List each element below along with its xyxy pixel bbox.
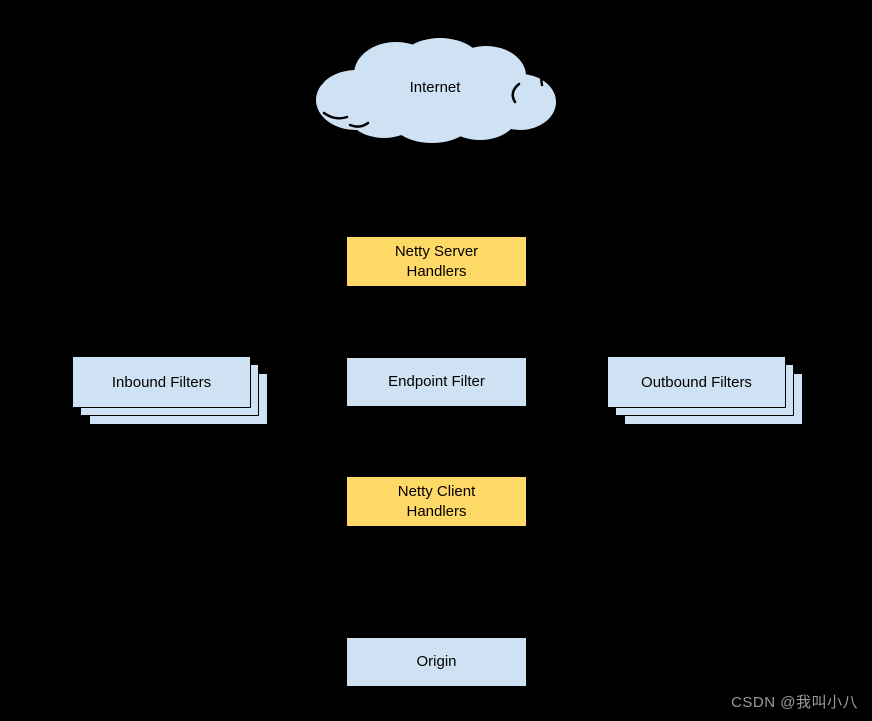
internet-node: Internet bbox=[308, 28, 562, 146]
inbound-filters-node: Inbound Filters bbox=[72, 356, 251, 408]
netty-server-handlers-label-line1: Netty Server bbox=[394, 242, 479, 260]
netty-client-handlers-label-line1: Netty Client bbox=[397, 482, 476, 500]
cloud-icon bbox=[313, 38, 556, 143]
netty-client-handlers-node: Netty Client Handlers bbox=[346, 476, 527, 527]
outbound-filters-label: Outbound Filters bbox=[641, 373, 752, 391]
origin-node: Origin bbox=[346, 637, 527, 687]
inbound-filters-stack: Inbound Filters bbox=[72, 356, 269, 426]
outbound-filters-node: Outbound Filters bbox=[607, 356, 786, 408]
netty-server-handlers-node: Netty Server Handlers bbox=[346, 236, 527, 287]
netty-server-handlers-label-line2: Handlers bbox=[406, 262, 467, 280]
outbound-filters-stack: Outbound Filters bbox=[607, 356, 804, 426]
origin-label: Origin bbox=[416, 653, 457, 670]
netty-client-handlers-label-line2: Handlers bbox=[406, 502, 467, 520]
inbound-filters-label: Inbound Filters bbox=[111, 373, 212, 391]
endpoint-filter-node: Endpoint Filter bbox=[346, 357, 527, 407]
endpoint-filter-label: Endpoint Filter bbox=[388, 373, 485, 390]
csdn-watermark: CSDN @我叫小八 bbox=[731, 694, 858, 711]
internet-label: Internet bbox=[409, 78, 461, 96]
